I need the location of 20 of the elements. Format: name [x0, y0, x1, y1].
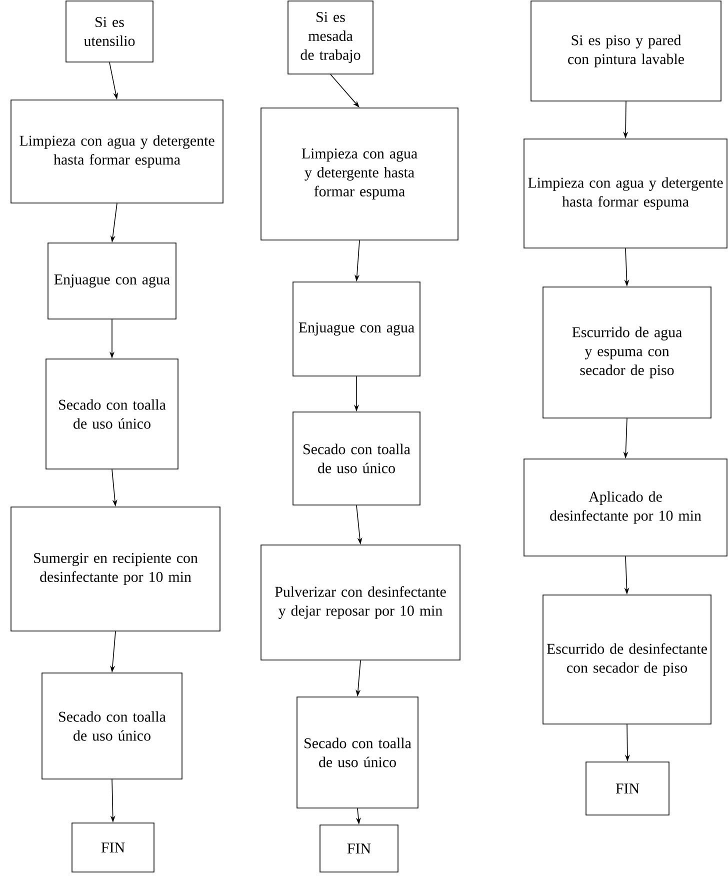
process-box: Si es utensilio	[66, 0, 154, 62]
process-box: FIN	[586, 762, 670, 816]
process-box: Secado con toalla de uso único	[296, 696, 418, 808]
process-box: Escurrido de agua y espuma con secador de piso	[542, 286, 712, 418]
process-box: Pulverizar con desinfectante y dejar reposar por 10 min	[260, 544, 460, 660]
process-box: FIN	[320, 824, 398, 872]
process-box: Sumergir en recipiente con desinfectante por 10 min	[10, 506, 220, 632]
process-box: Secado con toalla de uso único	[46, 358, 178, 470]
process-box: Limpieza con agua y detergente hasta formar espuma	[260, 108, 458, 240]
process-box: Si es mesada de trabajo	[288, 0, 374, 74]
process-box: Escurrido de desinfectante con secador de piso	[542, 594, 712, 724]
process-box: Si es piso y pared con pintura lavable	[530, 0, 722, 102]
process-box: Secado con toalla de uso único	[292, 412, 420, 506]
process-box: Enjuague con agua	[292, 282, 420, 376]
process-box: Aplicado de desinfectante por 10 min	[524, 458, 728, 556]
process-box: Secado con toalla de uso único	[42, 672, 182, 780]
process-box: Enjuague con agua	[48, 242, 176, 320]
process-box: Limpieza con agua y detergente hasta formar espuma	[524, 138, 728, 248]
process-box: Limpieza con agua y detergente hasta formar espuma	[10, 100, 224, 204]
process-box: FIN	[72, 822, 154, 872]
